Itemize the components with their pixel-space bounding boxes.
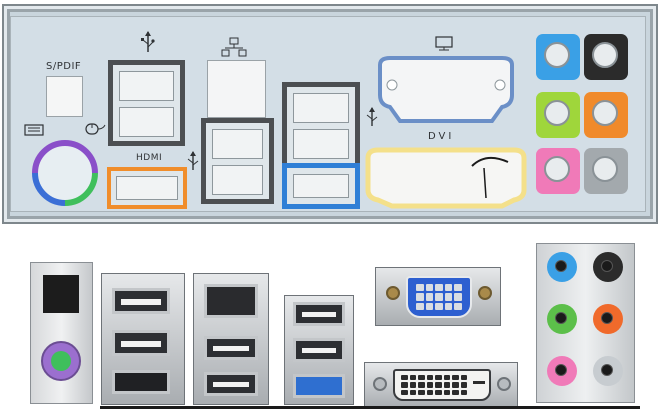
hdmi-label: HDMI <box>136 153 163 163</box>
lan-usb-connector-photo <box>193 273 269 405</box>
audio-jack-orange <box>584 92 628 138</box>
usb3-opening-frame <box>282 163 360 209</box>
spdif-label: S/PDIF <box>46 61 82 72</box>
lan-opening <box>207 60 266 118</box>
usb-port <box>293 302 345 326</box>
dvi-label: DVI <box>428 131 455 142</box>
spdif-opening <box>46 76 83 117</box>
usb-stack-1-frame <box>108 60 185 146</box>
usb-icon <box>187 151 199 170</box>
monitor-icon <box>435 36 453 51</box>
audio-jack-grey <box>584 148 628 194</box>
usb-icon <box>366 107 378 126</box>
spdif-port <box>43 275 79 313</box>
vga-port <box>406 276 472 318</box>
vga-opening <box>378 56 514 123</box>
ethernet-port <box>204 284 258 318</box>
audio-jack-pink <box>547 356 577 386</box>
usb-usb3-connector-photo <box>284 295 354 405</box>
usb-port <box>204 372 258 396</box>
keyboard-icon <box>24 124 44 136</box>
usb-port <box>204 336 258 360</box>
audio-jack-grey <box>593 356 623 386</box>
photo-baseline <box>100 406 640 409</box>
hdmi-opening-frame <box>107 167 187 209</box>
ps2-port <box>41 341 81 381</box>
audio-jack-blue <box>547 252 577 282</box>
network-icon <box>221 37 247 57</box>
hdmi-opening <box>116 176 178 200</box>
usb-port <box>112 288 170 314</box>
audio-jack-pink <box>536 148 580 194</box>
mouse-icon <box>85 123 106 135</box>
dvi-opening <box>365 147 527 209</box>
dvi-port <box>393 369 491 401</box>
usb-stack-3-frame <box>282 82 360 168</box>
audio-jack-green <box>536 92 580 138</box>
audio-jack-black <box>584 34 628 80</box>
usb-icon <box>141 31 155 52</box>
ps2-combo-opening <box>32 140 98 206</box>
usb3-port <box>293 374 345 398</box>
usb-opening <box>119 107 174 137</box>
audio-jack-black <box>593 252 623 282</box>
usb-opening <box>293 129 349 159</box>
usb-port <box>112 330 170 356</box>
hdmi-port <box>112 370 170 394</box>
usb3-opening <box>293 174 349 198</box>
usb-opening <box>293 93 349 123</box>
audio-jack-orange <box>593 304 623 334</box>
spdif-ps2-connector-photo <box>30 262 93 404</box>
audio-jack-blue <box>536 34 580 80</box>
usb-opening <box>119 71 174 101</box>
usb-opening <box>212 165 263 195</box>
usb-opening <box>212 129 263 159</box>
dvi-connector-photo <box>364 362 518 408</box>
usb-stack-2-frame <box>201 118 274 204</box>
usb-port <box>293 338 345 362</box>
audio-jacks-photo <box>536 243 635 403</box>
audio-jack-green <box>547 304 577 334</box>
vga-connector-photo <box>375 267 501 326</box>
usb-hdmi-connector-photo <box>101 273 185 405</box>
